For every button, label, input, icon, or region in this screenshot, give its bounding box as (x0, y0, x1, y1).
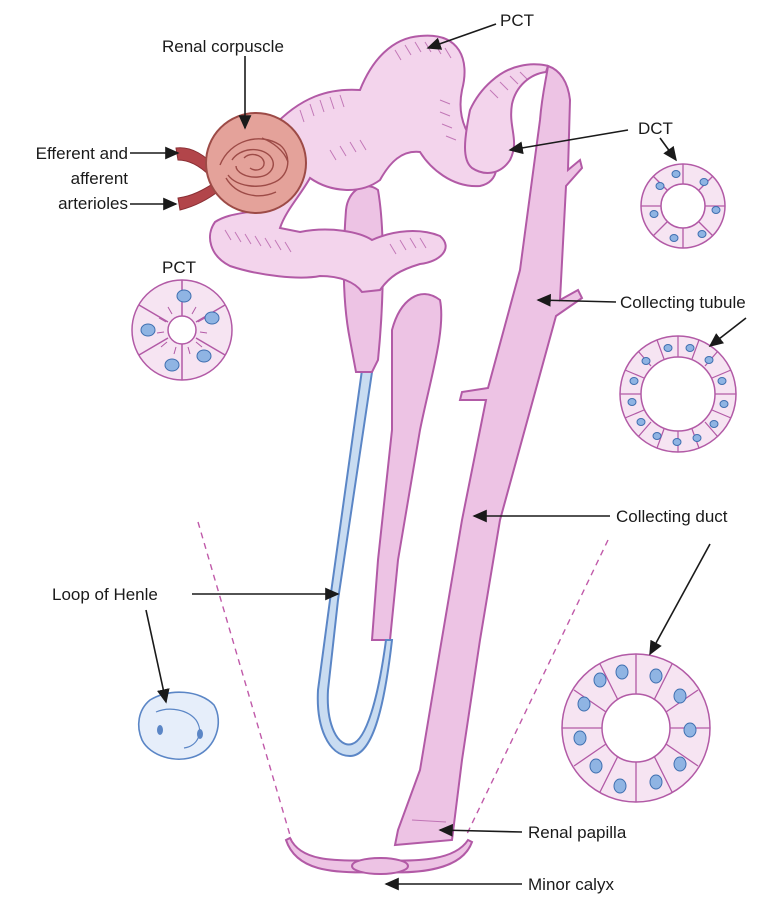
pct-cross-section (132, 280, 232, 380)
label-collecting-duct: Collecting duct (616, 507, 728, 526)
label-renal-corpuscle: Renal corpuscle (162, 37, 284, 56)
label-arterioles-line2: afferent (71, 169, 129, 188)
loop-of-henle-cross-section (139, 692, 219, 759)
label-arterioles-line1: Efferent and (36, 144, 128, 163)
label-loop-of-henle: Loop of Henle (52, 585, 158, 604)
collecting-tubule-cross-section (620, 336, 736, 452)
papilla-outline-left (198, 522, 292, 842)
label-dct: DCT (638, 119, 673, 138)
label-collecting-tubule: Collecting tubule (620, 293, 746, 312)
label-pct-section: PCT (162, 258, 196, 277)
label-minor-calyx: Minor calyx (528, 875, 614, 894)
collecting-duct-cross-section (562, 654, 710, 802)
renal-corpuscle-structure (206, 113, 306, 213)
label-renal-papilla: Renal papilla (528, 823, 627, 842)
label-arterioles-line3: arterioles (58, 194, 128, 213)
label-pct-top: PCT (500, 11, 534, 30)
dct-cross-section (641, 164, 725, 248)
minor-calyx-structure (286, 838, 472, 874)
